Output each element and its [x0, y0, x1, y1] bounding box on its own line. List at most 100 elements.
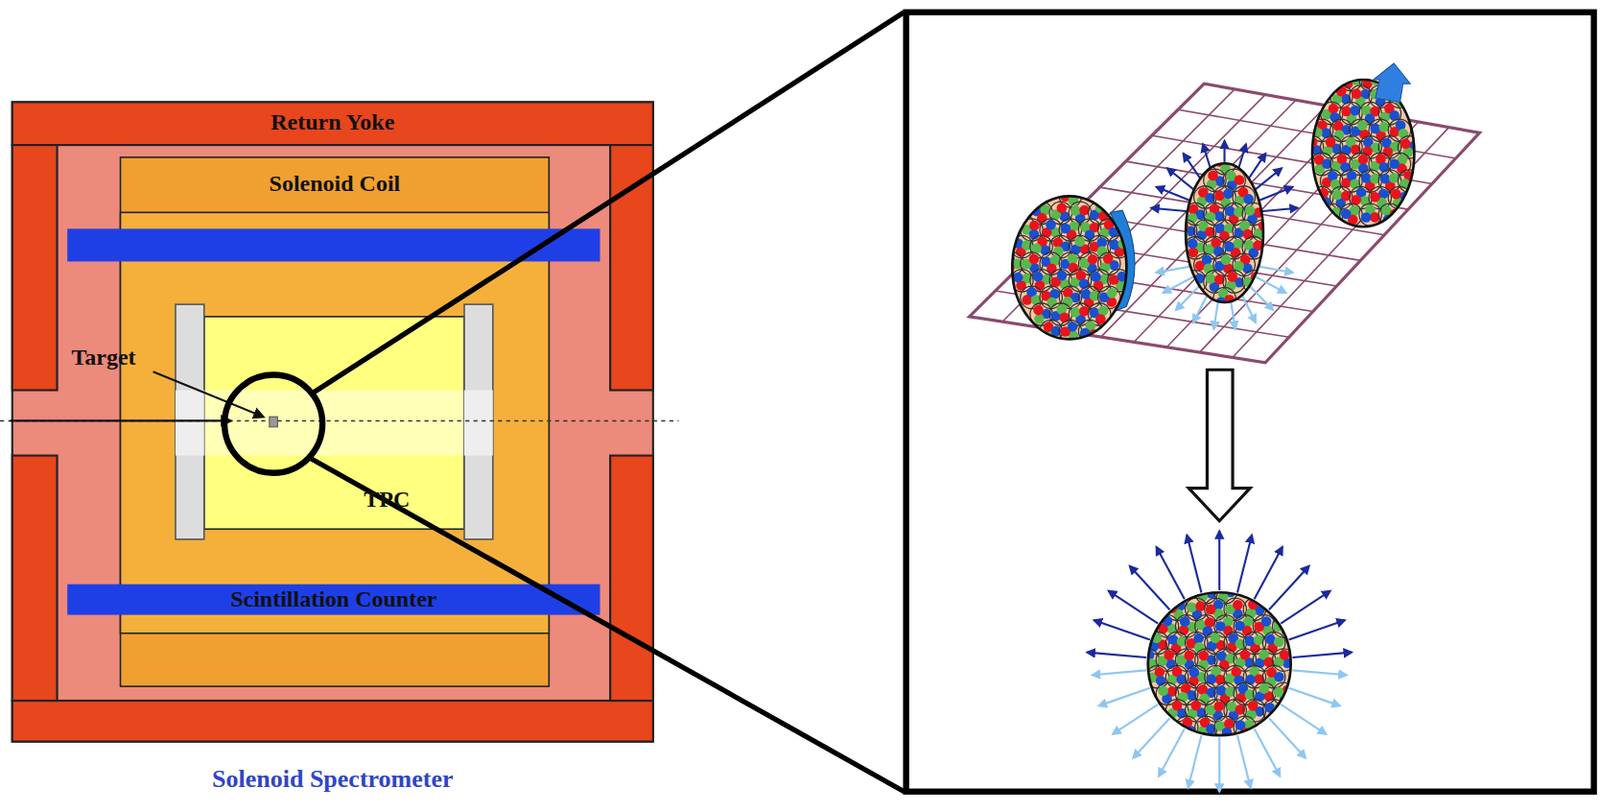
quark [1207, 170, 1219, 182]
nucleons [1136, 581, 1295, 739]
quark [1033, 271, 1044, 283]
quark [1059, 223, 1071, 235]
quark [1070, 306, 1082, 318]
beam-region [204, 390, 465, 456]
quark [1343, 70, 1355, 81]
emission-arrow [1254, 728, 1281, 777]
emission-arrow [1186, 535, 1201, 593]
tpc-box: TPC [204, 316, 465, 529]
scintillator-bottom [67, 584, 600, 615]
part-label: Scintillation Counter [230, 587, 437, 612]
quark [1029, 254, 1040, 265]
quark [1198, 650, 1209, 661]
emission-arrows [1086, 530, 1352, 658]
yoke-top [12, 101, 654, 145]
emission-arrow [1112, 704, 1158, 734]
quark [1029, 220, 1040, 232]
quark [1090, 271, 1102, 283]
quark [1232, 599, 1244, 611]
end-cap [464, 304, 494, 540]
yoke-right-lower [610, 455, 654, 701]
quark [1273, 671, 1285, 683]
quark [1057, 270, 1068, 282]
quark [1221, 254, 1232, 265]
nucleus [1136, 581, 1295, 739]
zoom-panel [906, 12, 1595, 792]
quark [1210, 632, 1222, 643]
nucleus-outline [1185, 163, 1264, 303]
quark [1351, 88, 1363, 99]
quark [1034, 313, 1045, 325]
nucleus [1174, 152, 1274, 310]
quark [1261, 615, 1272, 627]
quark [1067, 321, 1079, 332]
emission-arrow [1289, 619, 1345, 639]
emission-arrow [1092, 669, 1147, 675]
yoke-left-lower [12, 455, 58, 701]
plane-outline [969, 83, 1481, 363]
emission-arrow [1237, 734, 1251, 788]
quark [1226, 271, 1238, 283]
quark [1325, 137, 1337, 148]
quark [1326, 214, 1338, 226]
quark [1379, 121, 1390, 133]
emission-arrow [1289, 687, 1341, 706]
emission-arrow [1237, 535, 1252, 593]
quark [1332, 189, 1343, 201]
nucleus-outline [1011, 195, 1127, 339]
quark [1223, 241, 1235, 253]
emission-arrow [1293, 652, 1352, 658]
nucleon [1232, 186, 1255, 209]
emission-arrow [1129, 565, 1171, 611]
quark [1204, 616, 1216, 628]
grid-line [1101, 105, 1327, 337]
quark [1328, 103, 1340, 115]
quark [1234, 174, 1246, 186]
yoke-bottom [12, 700, 654, 742]
quark [1341, 106, 1352, 118]
quark [1137, 656, 1149, 667]
end-cap-hole [175, 390, 205, 456]
quark [1213, 701, 1224, 712]
grid-plane [969, 83, 1481, 363]
quark [1240, 649, 1251, 660]
grid-line [1035, 94, 1266, 328]
quark [1361, 172, 1372, 184]
quark [1190, 700, 1201, 711]
grid-line [1100, 187, 1386, 236]
quark [1201, 254, 1213, 265]
quark [1233, 260, 1245, 272]
grid-line [1152, 135, 1433, 184]
quark [1172, 700, 1183, 711]
yoke-box: Return YokeSolenoid CoilTPC Scintillation… [12, 101, 654, 741]
yoke-right-upper [610, 144, 654, 390]
quark [1388, 158, 1400, 169]
quark [1154, 666, 1166, 678]
nucleus-body [1148, 591, 1292, 735]
quark [1070, 205, 1082, 216]
part-label: Solenoid Coil [269, 171, 401, 196]
quark [1247, 247, 1259, 259]
emission-arrow [1218, 530, 1221, 590]
counter-bar: Scintillation Counter [67, 584, 600, 615]
quark [1223, 188, 1234, 200]
part-label: Return Yoke [270, 110, 395, 135]
quark [1108, 239, 1120, 251]
quark [1358, 154, 1369, 165]
motion-arrow [1373, 63, 1411, 102]
nucleus [1300, 68, 1420, 227]
grid-line [1133, 111, 1358, 343]
quark [1187, 237, 1199, 249]
emission-arrow [1132, 717, 1170, 758]
emission-arrow [1086, 652, 1146, 658]
nucleus-outline [1148, 591, 1292, 735]
quark [1279, 649, 1291, 660]
quark [1380, 173, 1391, 185]
quark [1163, 649, 1175, 660]
quark [1186, 601, 1198, 612]
quark [1361, 211, 1372, 223]
emission-arrow [1218, 736, 1221, 791]
emission-arrow [1293, 669, 1347, 675]
